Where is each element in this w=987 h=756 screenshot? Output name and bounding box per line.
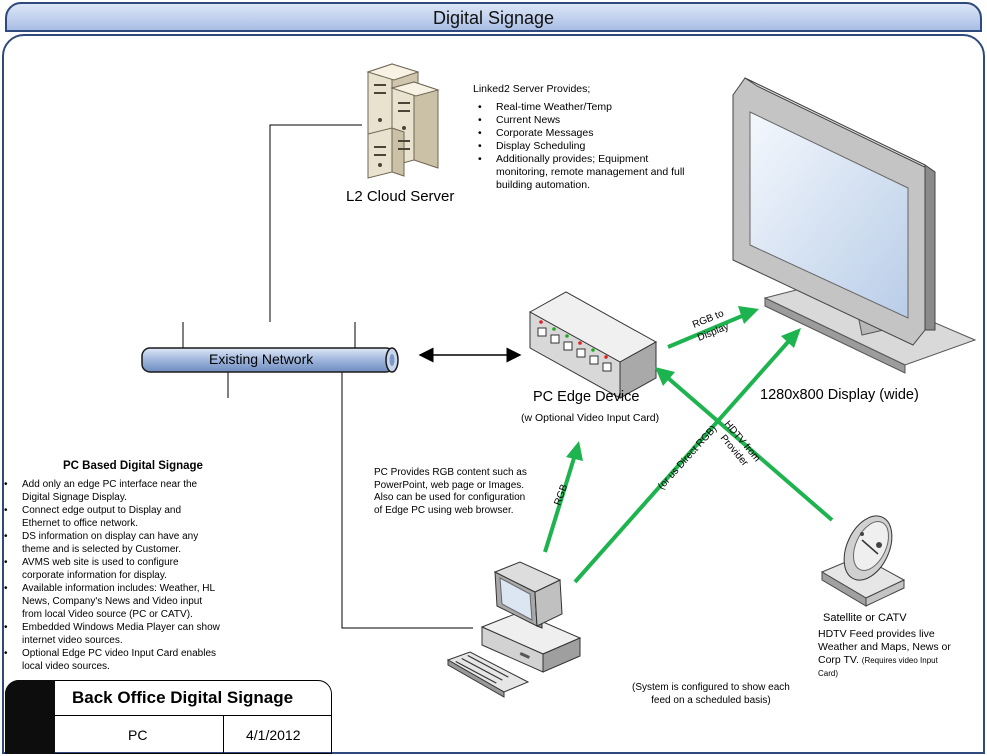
pc-signage-item: Connect edge output to Display andEthern…	[0, 504, 220, 530]
pc-note: PC Provides RGB content such as PowerPoi…	[374, 467, 527, 516]
system-note: (System is configured to show each feed …	[632, 682, 790, 706]
title-block-title: Back Office Digital Signage	[72, 688, 294, 707]
network-label: Existing Network	[209, 351, 314, 367]
diagram-frame	[2, 34, 985, 754]
pc-signage-item: DS information on display can have anyth…	[0, 530, 220, 556]
pc-signage-item: Add only an edge PC interface near theDi…	[0, 478, 220, 504]
satellite-label: Satellite or CATV	[823, 612, 907, 624]
edge-device-icon	[528, 291, 658, 399]
server-feature-item: Display Scheduling	[474, 140, 685, 153]
cloud-server-label: L2 Cloud Server	[346, 188, 455, 205]
server-features-list: Real-time Weather/Temp Current News Corp…	[474, 101, 685, 192]
satellite-description: HDTV Feed provides live Weather and Maps…	[818, 628, 951, 678]
network-pipe	[141, 347, 399, 373]
server-provides-title: Linked2 Server Provides;	[473, 83, 591, 95]
edge-device-label: PC Edge Device	[533, 389, 640, 405]
server-feature-item: Corporate Messages	[474, 127, 685, 140]
title-block-divider	[55, 715, 332, 716]
hdtv-provider-label: HDTV from Provider	[718, 419, 763, 469]
signal-arrows	[543, 306, 834, 584]
title-block-divider-vertical	[223, 715, 224, 754]
server-feature-item: Real-time Weather/Temp	[474, 101, 685, 114]
display-label: 1280x800 Display (wide)	[760, 387, 919, 403]
page-title: Digital Signage	[5, 2, 982, 32]
rgb-label: RGB	[552, 483, 570, 507]
title-block-doc-type: PC	[128, 727, 148, 743]
title-block-tab	[5, 680, 55, 754]
pc-signage-list: Add only an edge PC interface near theDi…	[0, 478, 220, 673]
display-monitor-icon	[732, 77, 977, 374]
satellite-dish-icon	[820, 515, 906, 607]
pc-signage-item: Embedded Windows Media Player can showin…	[0, 621, 220, 647]
desktop-pc-icon	[446, 561, 582, 698]
server-feature-item: Current News	[474, 114, 685, 127]
rgb-to-display-label: RGB to Display	[691, 308, 731, 344]
pc-signage-title: PC Based Digital Signage	[63, 460, 203, 472]
server-feature-item: Additionally provides; Equipment monitor…	[474, 153, 685, 192]
cloud-server-icon	[366, 63, 440, 179]
edge-device-sublabel: (w Optional Video Input Card)	[521, 412, 660, 424]
pc-signage-item: Available information includes: Weather,…	[0, 582, 220, 621]
pc-signage-item: AVMS web site is used to configurecorpor…	[0, 556, 220, 582]
network-lines	[182, 124, 473, 629]
pc-signage-item: Optional Edge PC video Input Card enable…	[0, 647, 220, 673]
direct-rgb-label: (or us Direct RGB)	[656, 424, 719, 492]
title-block-date: 4/1/2012	[246, 727, 301, 743]
